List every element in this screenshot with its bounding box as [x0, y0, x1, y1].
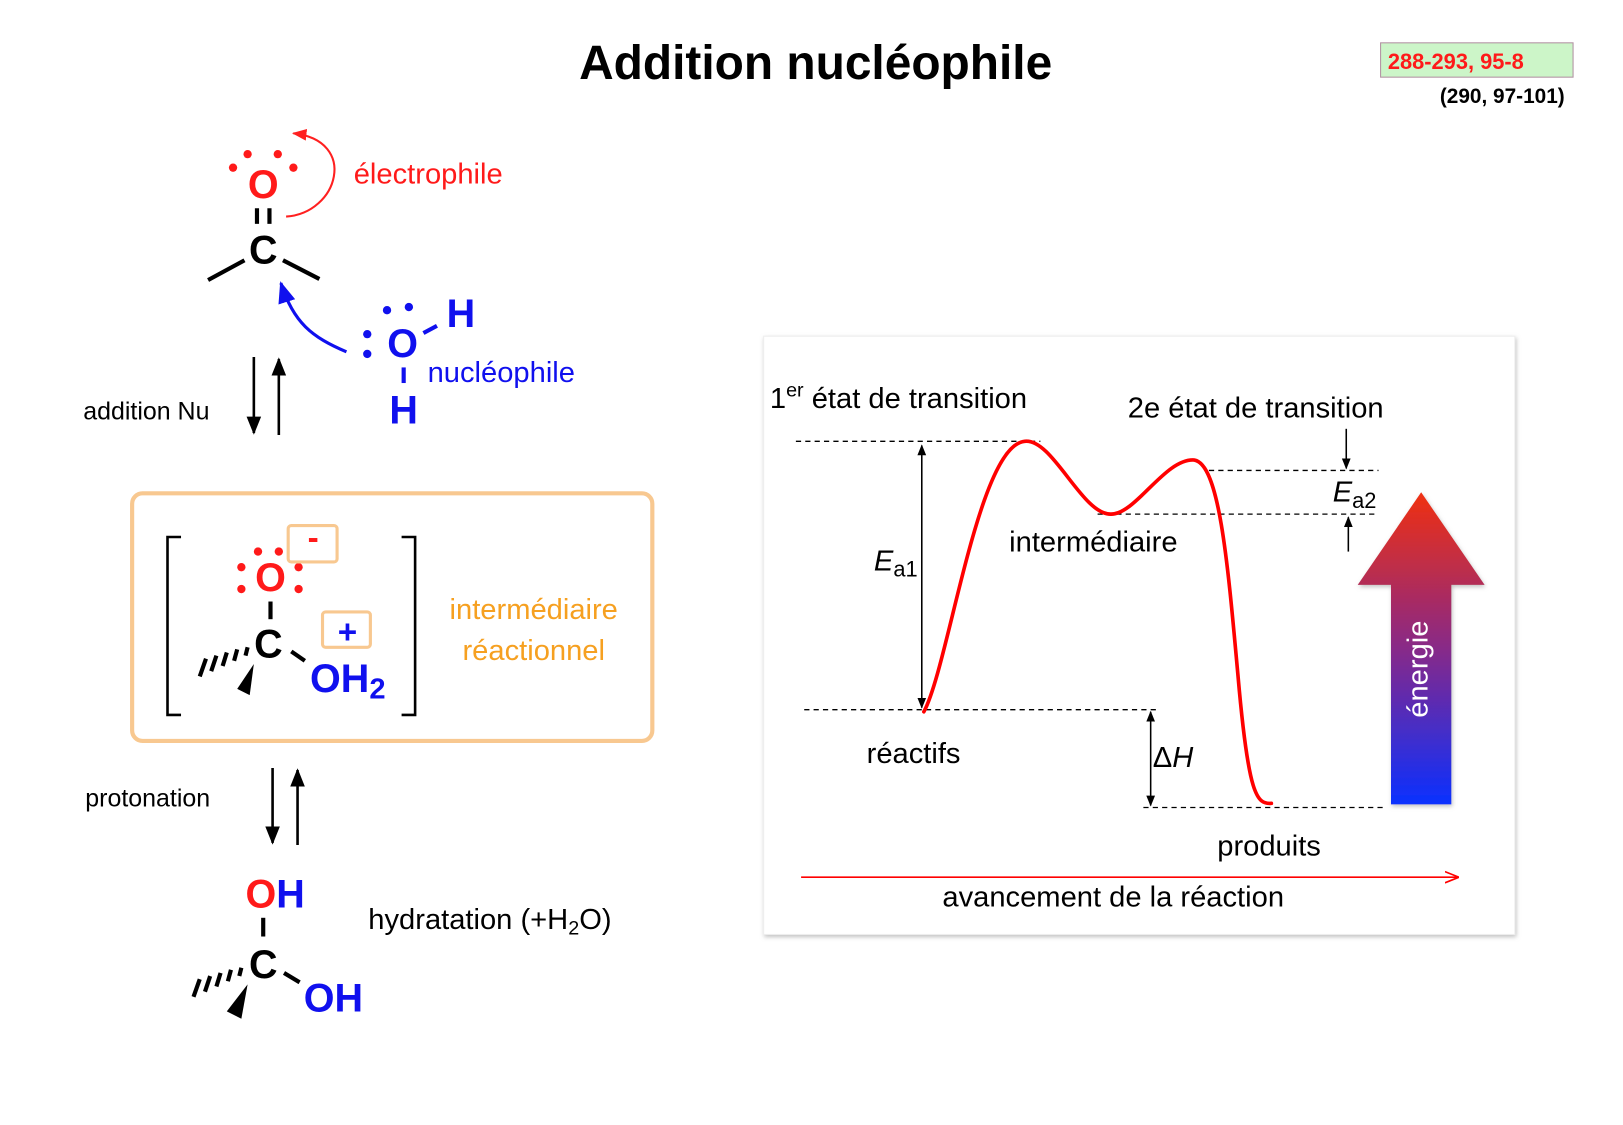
intermediate-level-label: intermédiaire — [1009, 527, 1177, 559]
x-axis-label: avancement de la réaction — [942, 881, 1284, 913]
hydroxyl-right: OH — [304, 976, 363, 1020]
atom-carbon: C — [249, 228, 278, 272]
positive-charge: + — [338, 614, 357, 651]
carbonyl-molecule: O C — [207, 149, 321, 282]
reference-primary: 288-293, 95-8 — [1388, 49, 1524, 74]
bond — [207, 258, 246, 282]
reaction-energy-curve — [922, 439, 1274, 806]
atom-oxygen: O — [255, 556, 286, 600]
atom-carbon: C — [254, 623, 283, 667]
nucleophile-label: nucléophile — [428, 357, 575, 389]
ts2-label: 2e état de transition — [1128, 392, 1384, 424]
energy-level-lines — [795, 440, 1387, 809]
positive-charge-box — [320, 610, 372, 649]
product-label: hydratation (+H2O) — [368, 904, 611, 939]
ea2-label: Ea2 — [1333, 477, 1377, 513]
atom-hydrogen: H — [447, 292, 476, 336]
reference-secondary: (290, 97-101) — [1440, 85, 1565, 108]
right-bracket — [401, 535, 417, 717]
reference-box — [1380, 42, 1574, 78]
reactants-label: réactifs — [867, 738, 961, 770]
energy-diagram-panel — [763, 335, 1516, 935]
energy-arrow — [1357, 492, 1485, 805]
solid-wedge-bond — [237, 663, 254, 696]
left-bracket — [166, 535, 182, 717]
intermediate-molecule: O - C OH2 + — [197, 519, 386, 705]
ea1-label: Ea1 — [874, 545, 918, 581]
hashed-wedge-bond — [197, 646, 250, 678]
intermediate-label-line1: intermédiaire — [450, 594, 618, 626]
lone-pairs — [228, 149, 298, 172]
intermediate-box — [130, 491, 655, 744]
atom-oxygen: O — [248, 163, 279, 207]
energy-label: énergie — [1402, 621, 1434, 718]
electron-shift-arrow — [286, 129, 336, 218]
negative-charge: - — [308, 519, 319, 556]
ts1-label: 1er état de transition — [770, 380, 1027, 415]
step2-label: protonation — [85, 784, 210, 812]
nucleophilic-attack-arrow — [278, 281, 348, 354]
atom-carbon: C — [249, 943, 278, 987]
energy-diagram: 1er état de transition 2e état de transi… — [763, 335, 1516, 935]
delta-h-label: ΔH — [1153, 742, 1194, 774]
lone-pairs — [363, 302, 414, 359]
atom-oxygen: O — [387, 322, 418, 366]
hashed-wedge-bond — [191, 967, 244, 998]
lone-pairs — [237, 547, 303, 594]
negative-charge-box — [286, 524, 339, 564]
hydrate-molecule: OH C OH — [191, 872, 363, 1020]
step1-label: addition Nu — [83, 397, 209, 425]
hydroxyl-top: OH — [246, 872, 305, 916]
products-label: produits — [1217, 830, 1321, 862]
page-title: Addition nucléophile — [579, 37, 1052, 90]
intermediate-label-line2: réactionnel — [462, 635, 604, 667]
water-molecule: O H H — [363, 292, 475, 433]
electrophile-label: électrophile — [354, 158, 503, 190]
atom-hydrogen: H — [389, 389, 418, 433]
solid-wedge-bond — [226, 984, 248, 1019]
hydroxonium-group: OH2 — [310, 657, 385, 705]
bond — [282, 258, 321, 281]
